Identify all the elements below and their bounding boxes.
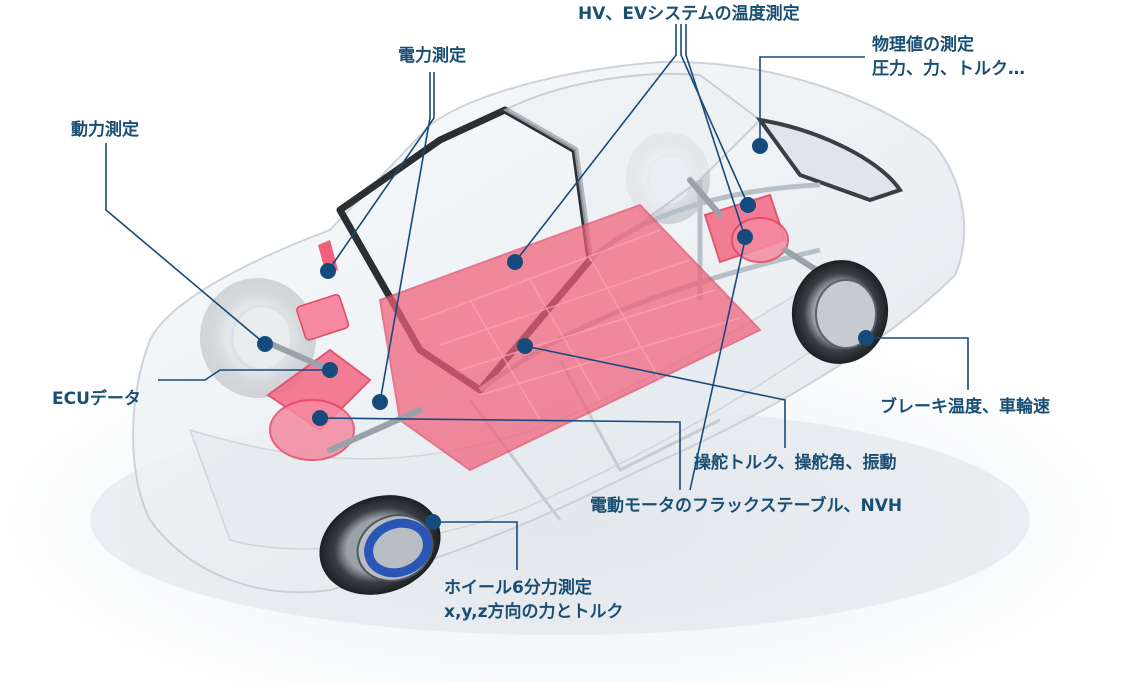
callout-dots xyxy=(257,138,874,530)
dot-physical xyxy=(752,138,768,154)
dot-ecu xyxy=(322,362,338,378)
line-hv-ev-2 xyxy=(680,24,749,206)
roof-glass xyxy=(502,72,762,262)
label-physical-measurement: 物理値の測定 圧力、力、トルク… xyxy=(872,33,1025,81)
label-wheel-line2: x,y,z方向の力とトルク xyxy=(444,602,624,622)
dot-hv-ev-motor xyxy=(740,197,756,213)
dot-hv-ev-battery xyxy=(507,254,523,270)
line-physical xyxy=(759,56,865,146)
line-motor xyxy=(319,417,681,490)
line-power-2 xyxy=(379,72,431,403)
dot-brake xyxy=(858,330,874,346)
wheel-force-sensor xyxy=(364,518,432,578)
label-wheel-force: ホイール6分力測定 x,y,z方向の力とトルク xyxy=(444,576,624,624)
front-motor-unit xyxy=(703,193,789,264)
label-physical-line2: 圧力、力、トルク… xyxy=(872,59,1025,79)
dot-power-2 xyxy=(372,394,388,410)
line-hv-ev xyxy=(514,24,677,263)
label-wheel-line1: ホイール6分力測定 xyxy=(444,578,592,598)
drive-shafts xyxy=(259,177,843,453)
dot-motor xyxy=(312,410,328,426)
dot-steering xyxy=(517,338,533,354)
dot-hv-ev-motor-2 xyxy=(737,229,753,245)
label-steering: 操舵トルク、操舵角、振動 xyxy=(694,453,897,473)
line-wheel xyxy=(435,521,518,570)
line-hv-ev-3 xyxy=(685,24,746,238)
rear-window xyxy=(755,117,904,203)
line-drive xyxy=(105,143,266,345)
label-electric-motor: 電動モータのフラックステーブル、NVH xyxy=(590,496,903,516)
line-motor-2 xyxy=(689,239,746,491)
battery-cells xyxy=(419,229,741,421)
dot-power xyxy=(320,263,336,279)
callout-lines xyxy=(105,24,969,570)
line-brake xyxy=(868,337,969,390)
line-steering xyxy=(524,345,786,448)
battery-pack xyxy=(378,203,762,472)
line-ecu xyxy=(158,369,330,381)
label-drive-measurement: 動力測定 xyxy=(71,120,139,140)
dot-wheel xyxy=(425,514,441,530)
front-left-wheel xyxy=(319,495,441,595)
line-power xyxy=(327,72,435,272)
label-ecu-data: ECUデータ xyxy=(52,389,141,409)
label-brake-temperature: ブレーキ温度、車輪速 xyxy=(880,397,1050,417)
label-hv-ev-temperature: HV、EVシステムの温度測定 xyxy=(578,4,800,24)
label-physical-line1: 物理値の測定 xyxy=(872,35,974,55)
label-power-measurement: 電力測定 xyxy=(398,46,466,66)
dot-drive xyxy=(257,336,273,352)
